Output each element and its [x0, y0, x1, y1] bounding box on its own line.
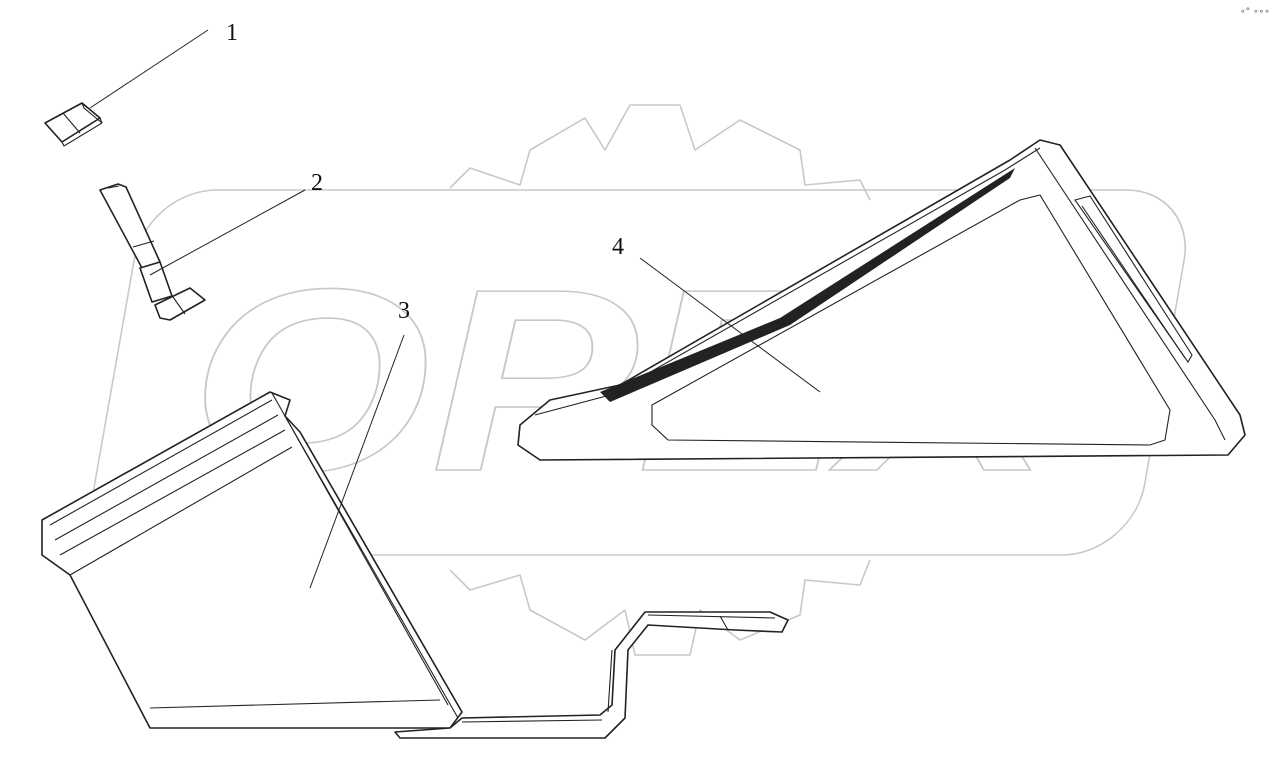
callout-2: 2 — [311, 170, 323, 196]
callout-3: 3 — [398, 298, 410, 324]
part-2-bolt — [99, 183, 206, 321]
part-3-bracket — [41, 391, 789, 739]
leader-lines — [89, 29, 821, 589]
leader-3 — [309, 334, 405, 589]
callout-4: 4 — [612, 234, 624, 260]
leader-2 — [149, 189, 306, 276]
part-4-triangular-plate — [517, 139, 1246, 461]
leader-1 — [89, 29, 209, 109]
callout-1: 1 — [226, 20, 238, 46]
corner-mark: ∘° ∘∘∘ — [1240, 7, 1270, 17]
callout-labels: 1 2 3 4 — [226, 20, 624, 324]
watermark-gear-outline — [449, 104, 871, 656]
leader-4 — [639, 257, 821, 393]
part-1-nut — [44, 102, 103, 147]
